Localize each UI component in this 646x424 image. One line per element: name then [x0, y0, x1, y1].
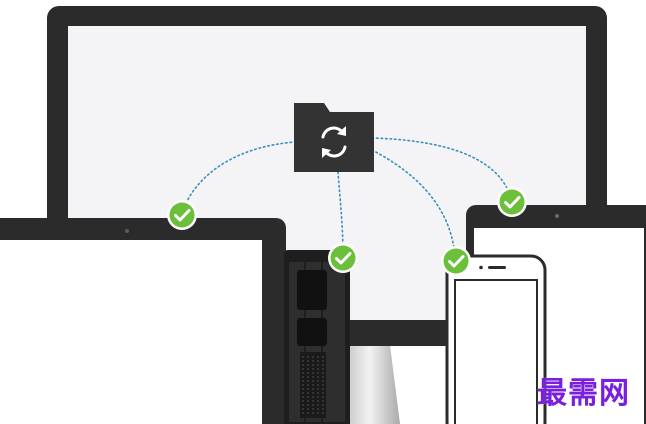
check-badge-nas	[328, 243, 358, 273]
sync-folder-icon	[294, 103, 374, 172]
nas-vent-pattern	[300, 352, 326, 418]
nas-drive-handle-1	[297, 270, 327, 310]
sync-connection-lines	[181, 137, 512, 259]
laptop-camera	[125, 229, 129, 233]
sync-line-nas	[337, 171, 344, 256]
checkmark-icon	[335, 252, 352, 265]
check-badge-laptop	[167, 200, 197, 230]
phone-device	[445, 254, 547, 424]
checkmark-icon	[174, 209, 191, 222]
watermark-logo: 最需网	[537, 376, 630, 411]
checkmark-icon	[448, 255, 465, 268]
check-badge-phone	[441, 246, 471, 276]
nas-drive-handle-2	[297, 318, 327, 346]
tablet-camera	[555, 214, 559, 218]
nas-tower-device	[284, 250, 350, 424]
sync-line-tablet	[371, 137, 512, 199]
check-badge-tablet	[497, 187, 527, 217]
laptop-device	[0, 218, 286, 424]
phone-screen	[454, 279, 538, 424]
sync-line-phone	[371, 149, 456, 259]
phone-speaker	[488, 266, 506, 269]
phone-camera	[479, 265, 483, 270]
monitor-stand	[340, 345, 400, 424]
checkmark-icon	[504, 196, 521, 209]
nas-drive-bay-right	[323, 262, 345, 422]
laptop-screen	[0, 240, 262, 424]
